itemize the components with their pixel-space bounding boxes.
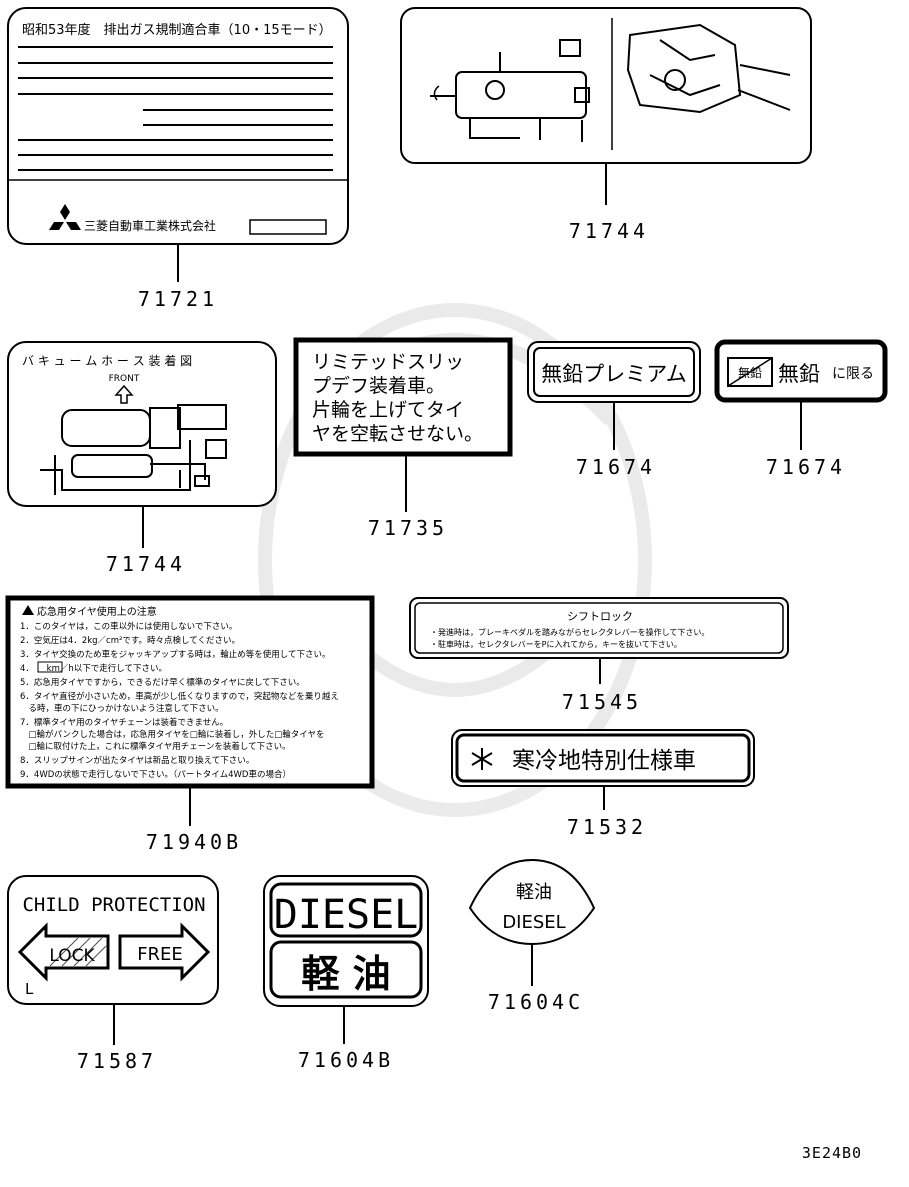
- free-arrow-icon: [118, 922, 211, 982]
- speed-blank-box: [37, 661, 63, 673]
- child-protection-title: CHILD PROTECTION: [22, 894, 205, 916]
- spare-tire-line-11: 8．スリップサインが出たタイヤは新品と取り換えて下さい。: [20, 755, 254, 766]
- part-number-71735: 71735: [368, 516, 448, 540]
- spare-tire-label: 応急用タイヤ使用上の注意 1．このタイヤは，この車以外には使用しないで下さい。 …: [5, 595, 375, 854]
- diesel-cap-top-text: 軽油: [516, 882, 552, 903]
- vacuum-schematic: [40, 404, 227, 495]
- part-number-71674-b: 71674: [766, 455, 846, 479]
- spare-tire-line-12: 9．4WDの状態で走行しないで下さい。（パートタイム4WD車の場合）: [20, 769, 291, 780]
- unleaded-icon-box: [727, 357, 773, 387]
- mitsubishi-logo-icon: [49, 204, 81, 230]
- front-label: FRONT: [109, 374, 140, 384]
- spare-tire-line-9: □輪がパンクした場合は，応急用タイヤを□輪に装着し，外した□輪タイヤを: [20, 729, 325, 740]
- emission-label-blank-box: [249, 219, 327, 235]
- shift-lock-title: シフトロック: [567, 610, 633, 623]
- unleaded-only-text-big: 無鉛: [778, 362, 820, 386]
- spare-tire-line-10: □輪に取付けた上，これに標準タイヤ用チェーンを装着して下さい。: [20, 741, 291, 752]
- lsd-line-1: リミテッドスリッ: [312, 351, 464, 373]
- part-number-71545: 71545: [562, 690, 642, 714]
- unleaded-only-label: 無鉛 無鉛 に限る 71674: [714, 339, 888, 479]
- lsd-line-2: プデフ装着車。: [312, 375, 445, 397]
- part-number-71744-top: 71744: [569, 219, 649, 243]
- vacuum-hose-label-header: バ キ ュ ー ム ホ ー ス 装 着 図: [22, 353, 192, 368]
- part-number-71721: 71721: [138, 287, 218, 311]
- diesel-cap-bottom-text: DIESEL: [502, 912, 565, 933]
- unleaded-icon-text: 無鉛: [738, 365, 762, 380]
- emission-label: 昭和53年度 排出ガス規制適合車（10・15モード） 三菱自動車工業株式会社 7…: [7, 7, 349, 311]
- emission-label-header: 昭和53年度 排出ガス規制適合車（10・15モード）: [22, 22, 332, 38]
- shift-lock-line-2: ・駐車時は，セレクタレバーをPに入れてから，キーを抜いて下さい。: [430, 639, 682, 649]
- shift-lock-line-1: ・発進時は，ブレーキペダルを踏みながらセレクタレバーを操作して下さい。: [430, 627, 709, 637]
- diesel-bottom-text: 軽 油: [301, 952, 390, 996]
- lsd-label: リミテッドスリッ プデフ装着車。 片輪を上げてタイ ヤを空転させない。 7173…: [293, 337, 513, 540]
- part-number-71532: 71532: [567, 815, 647, 839]
- vacuum-hose-label: バ キ ュ ー ム ホ ー ス 装 着 図 FRONT 71744: [7, 341, 277, 576]
- cold-climate-text: 寒冷地特別仕様車: [512, 748, 696, 774]
- front-arrow-icon: [114, 384, 134, 404]
- snowflake-icon: [471, 748, 493, 770]
- warning-triangle-icon: [22, 605, 34, 615]
- part-number-71674-a: 71674: [576, 455, 656, 479]
- diesel-label: DIESEL 軽 油 71604B: [263, 875, 429, 1072]
- diesel-top-text: DIESEL: [274, 892, 419, 938]
- part-number-71604B: 71604B: [298, 1048, 394, 1072]
- spare-tire-line-4: 4． km／h以下で走行して下さい。: [20, 663, 167, 674]
- spare-tire-line-1: 1．このタイヤは，この車以外には使用しないで下さい。: [20, 621, 237, 632]
- cold-climate-label: 寒冷地特別仕様車 71532: [451, 729, 755, 839]
- unleaded-premium-text: 無鉛プレミアム: [541, 362, 687, 386]
- lsd-line-3: 片輪を上げてタイ: [312, 399, 464, 421]
- spare-tire-line-7: る時，車の下にひっかけないよう注意して下さい。: [20, 703, 224, 714]
- part-number-71587: 71587: [77, 1049, 157, 1073]
- lsd-line-4: ヤを空転させない。: [312, 423, 483, 445]
- spare-tire-line-6: 6．タイヤ直径が小さいため，車高が少し低くなりますので，突起物などを乗り越え: [20, 691, 339, 702]
- spare-tire-line-3: 3．タイヤ交換のため車をジャッキアップする時は，輪止め等を使用して下さい。: [20, 649, 330, 660]
- part-number-71604C: 71604C: [488, 990, 584, 1014]
- diagram-code: 3E24B0: [802, 1144, 862, 1162]
- engine-diagram-label: 71744: [400, 7, 812, 243]
- lock-hatching: [49, 937, 107, 967]
- hose-schematic-left: [430, 39, 590, 142]
- spare-tire-line-2: 2．空気圧は4．2kg／cm²です。時々点検してください。: [20, 635, 240, 646]
- diesel-cap-label: 軽油 DIESEL 71604C: [468, 858, 596, 1014]
- emission-label-maker: 三菱自動車工業株式会社: [84, 218, 216, 233]
- spare-tire-line-5: 5．応急用タイヤですから，できるだけ早く標準のタイヤに戻して下さい。: [20, 677, 305, 688]
- free-text: FREE: [137, 944, 183, 965]
- side-text: L: [25, 980, 34, 998]
- lock-arrow-icon: [17, 922, 110, 982]
- unleaded-only-text-small: に限る: [832, 366, 874, 382]
- part-number-71940B: 71940B: [146, 830, 242, 854]
- engine-sketch-right: [626, 23, 791, 114]
- shift-lock-label: シフトロック ・発進時は，ブレーキペダルを踏みながらセレクタレバーを操作して下さ…: [409, 597, 789, 714]
- unleaded-premium-label: 無鉛プレミアム 71674: [527, 341, 701, 479]
- child-protection-label: CHILD PROTECTION LOCK FREE L 71587: [7, 875, 219, 1073]
- spare-tire-line-8: 7．標準タイヤ用のタイヤチェーンは装着できません。: [20, 717, 228, 728]
- part-number-71744-vacuum: 71744: [106, 552, 186, 576]
- lock-text: LOCK: [49, 946, 95, 966]
- spare-tire-title: 応急用タイヤ使用上の注意: [37, 605, 157, 618]
